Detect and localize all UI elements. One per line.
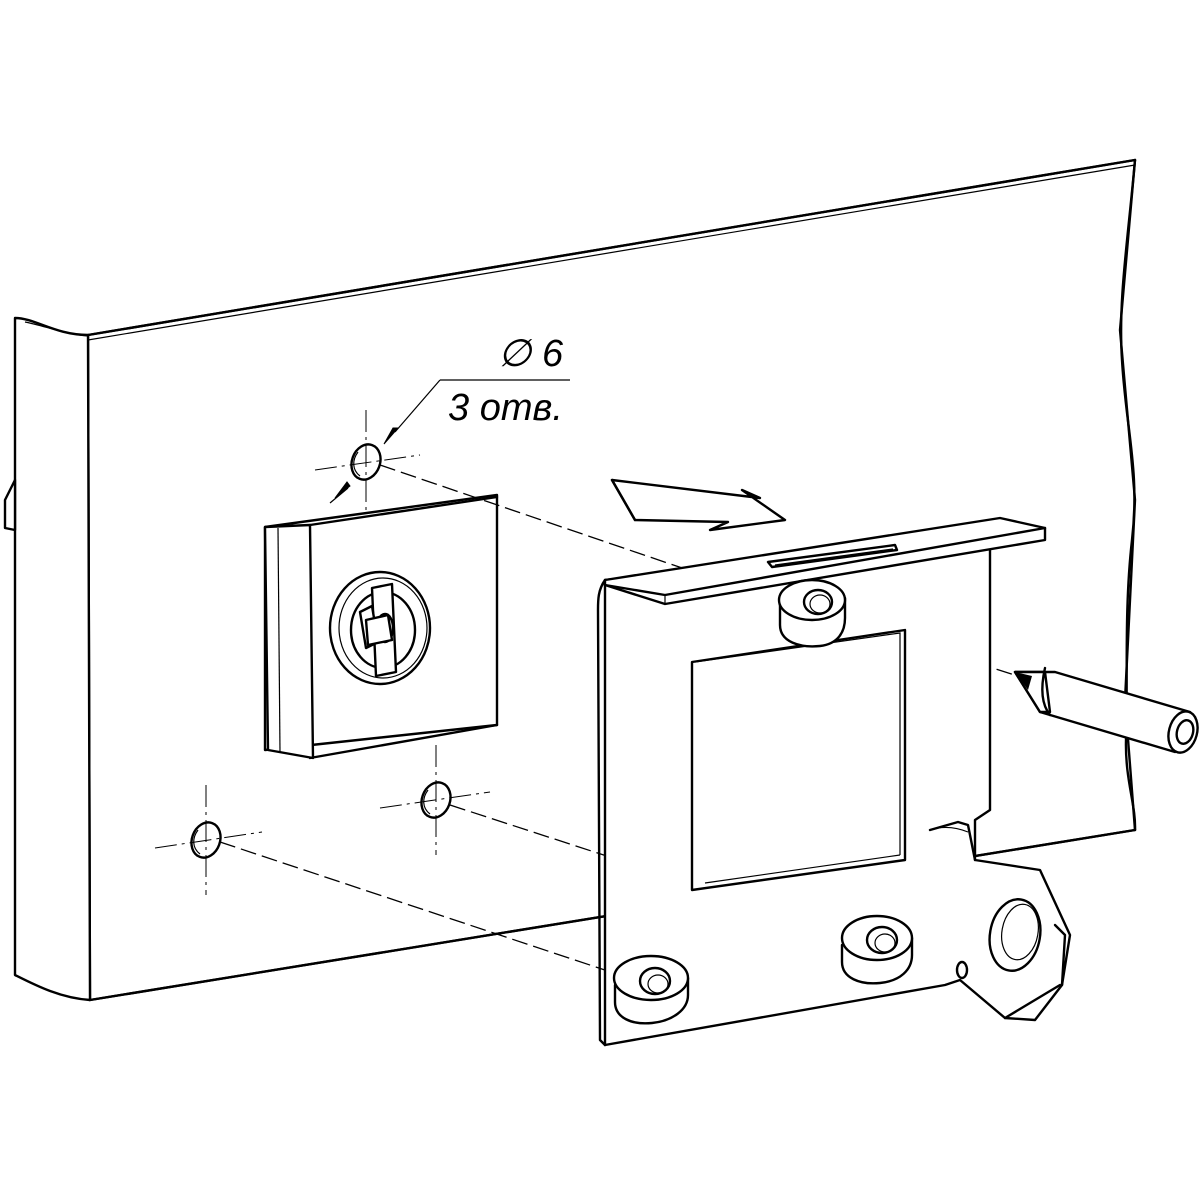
diameter-symbol: ∅ — [498, 333, 533, 375]
wall-hole-lower-middle — [379, 745, 491, 855]
holes-count-label: 3 отв. — [448, 387, 563, 429]
bushing-top — [777, 578, 847, 648]
lock-block — [263, 493, 499, 760]
diameter-value: 6 — [542, 333, 564, 375]
bushing-bottom-left — [612, 954, 690, 1025]
panel-folded-edge — [3, 316, 92, 1002]
diameter-annotation: ∅ 6 3 отв. — [448, 333, 564, 429]
wall-hole-lower-left — [154, 785, 263, 895]
dimension-leader — [329, 379, 570, 504]
wall-hole-top — [314, 410, 421, 520]
marker-pencil — [1013, 666, 1199, 754]
bushing-bottom-right — [840, 914, 914, 985]
direction-arrow — [610, 478, 787, 532]
mounting-plate — [596, 516, 1072, 1047]
